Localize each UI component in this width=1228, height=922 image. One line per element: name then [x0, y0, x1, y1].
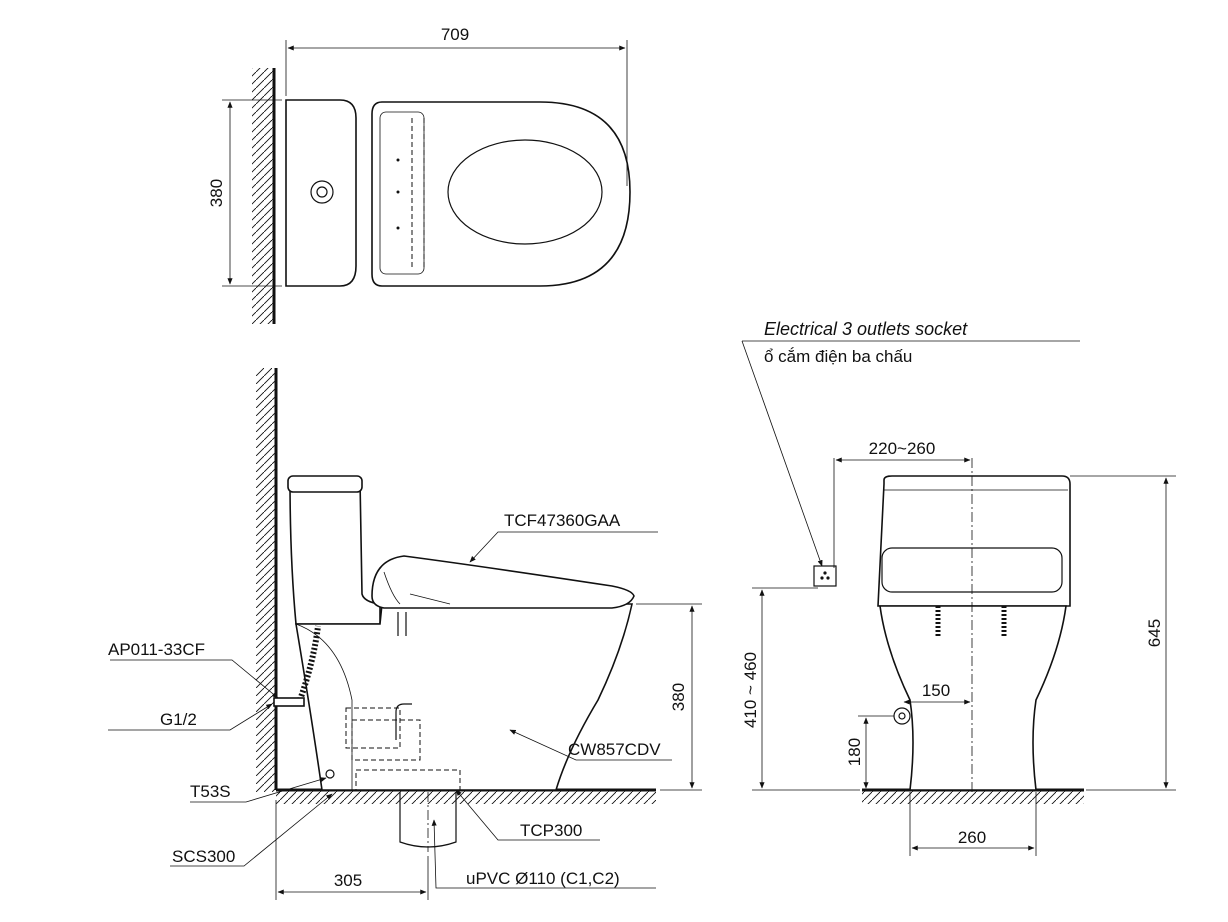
dim-socket-height: 410 ~ 460	[741, 652, 760, 728]
front-floor-hatch	[862, 790, 1084, 804]
label-tcp300: TCP300	[520, 821, 582, 840]
top-tank	[285, 99, 357, 287]
label-tcf47360gaa: TCF47360GAA	[504, 511, 621, 530]
front-view: Electrical 3 outlets socket ổ cắm điện b…	[741, 319, 1176, 856]
dim-rough-in-305: 305	[334, 871, 362, 890]
dim-supply-offset: 150	[922, 681, 950, 700]
side-view: AP011-33CF G1/2 T53S SCS300 TCP300 uPVC …	[108, 368, 702, 900]
top-wall-hatch	[252, 68, 274, 324]
dim-socket-offset: 220~260	[869, 439, 936, 458]
dim-seat-height-380: 380	[669, 683, 688, 711]
socket-label-vi: ổ cắm điện ba chấu	[764, 347, 912, 366]
side-seat	[371, 555, 635, 609]
top-seat	[371, 101, 631, 287]
front-bowl	[879, 605, 1067, 791]
label-scs300: SCS300	[172, 847, 235, 866]
front-tank	[877, 475, 1071, 607]
supply-valve-icon	[893, 707, 911, 725]
label-t53s: T53S	[190, 782, 231, 801]
side-bowl	[295, 603, 633, 791]
electrical-socket-icon	[813, 565, 837, 587]
label-upvc: uPVC Ø110 (C1,C2)	[466, 869, 620, 888]
dim-base-width: 260	[958, 828, 986, 847]
side-wall-hatch	[256, 368, 276, 792]
top-view: 709 380	[207, 25, 631, 324]
dim-total-height: 645	[1145, 619, 1164, 647]
dim-supply-height: 180	[845, 738, 864, 766]
side-tank-lid	[287, 475, 363, 493]
side-floor-hatch	[276, 790, 656, 804]
seat-opening	[447, 139, 603, 245]
dim-width-709: 709	[441, 25, 469, 44]
label-g12: G1/2	[160, 710, 197, 729]
dim-depth-380: 380	[207, 179, 226, 207]
label-cw857cdv: CW857CDV	[568, 740, 661, 759]
socket-label-en: Electrical 3 outlets socket	[764, 319, 968, 339]
side-tank	[289, 479, 381, 625]
stop-valve	[273, 697, 305, 707]
label-ap011: AP011-33CF	[108, 640, 205, 659]
flush-button-icon	[310, 180, 334, 204]
